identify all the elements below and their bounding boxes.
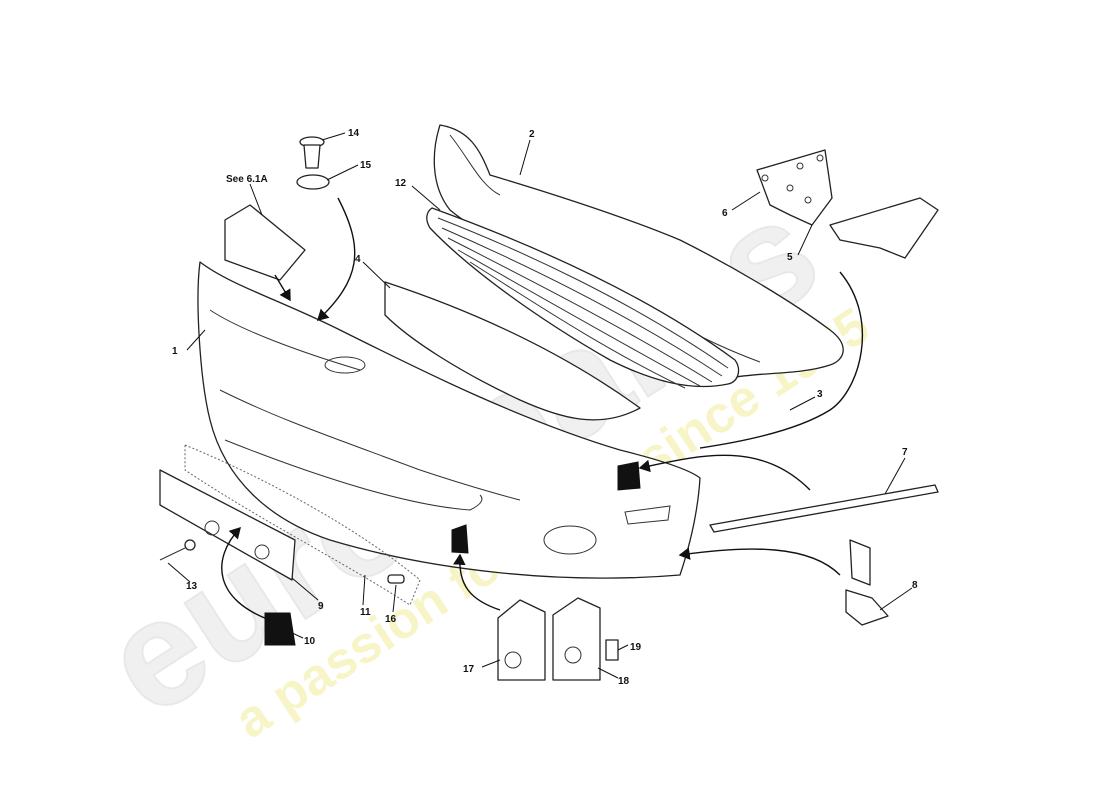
arrow-bolt — [316, 197, 356, 321]
callout-4: 4 — [355, 254, 361, 265]
callout-12: 12 — [395, 178, 407, 189]
arrow-clip-10 — [221, 526, 271, 621]
callout-8: 8 — [912, 580, 918, 591]
screw-part-19 — [605, 639, 619, 661]
callout-14: 14 — [348, 128, 360, 139]
callout-16: 16 — [385, 614, 397, 625]
callout-6: 6 — [722, 208, 728, 219]
callout-3: 3 — [817, 389, 823, 400]
fastener-pin-part — [159, 539, 196, 561]
callout-5: 5 — [787, 252, 793, 263]
callout-18: 18 — [618, 676, 630, 687]
bracket-part-5 — [829, 197, 939, 259]
clip-part-10 — [264, 612, 296, 646]
arrow-grille — [699, 271, 864, 449]
callout-15: 15 — [360, 160, 372, 171]
callout-13: 13 — [186, 581, 198, 592]
washer-part — [296, 174, 330, 190]
callout-17: 17 — [463, 664, 475, 675]
lower-panel-part — [159, 469, 296, 581]
callout-19: 19 — [630, 642, 642, 653]
grille-mesh-part — [426, 207, 740, 389]
clip-right — [617, 461, 641, 491]
callout-7: 7 — [902, 447, 908, 458]
clip-left — [451, 524, 469, 554]
side-bracket-part-17 — [497, 599, 546, 681]
arrow-clip-right — [638, 454, 811, 491]
callout-9: 9 — [318, 601, 324, 612]
callout-10: 10 — [304, 636, 316, 647]
corner-bracket — [224, 204, 306, 281]
callout-labels: 1 2 3 4 5 6 7 8 9 10 11 12 13 14 15 16 1 — [167, 128, 918, 687]
callout-11: 11 — [360, 607, 371, 618]
reflector-part — [387, 574, 405, 584]
arrow-clip-left — [453, 553, 501, 611]
splitter-part — [384, 281, 641, 421]
bolt-part — [299, 136, 325, 169]
callout-2: 2 — [529, 129, 535, 140]
arrow-bracket-8 — [678, 547, 841, 576]
trim-strip-part — [709, 484, 939, 533]
arrow-bracket — [274, 274, 291, 302]
mount-bracket-part-8 — [845, 539, 889, 626]
see-reference-note: See 6.1A — [226, 174, 268, 185]
side-bracket-part-18 — [552, 597, 601, 681]
callout-1: 1 — [172, 346, 178, 357]
